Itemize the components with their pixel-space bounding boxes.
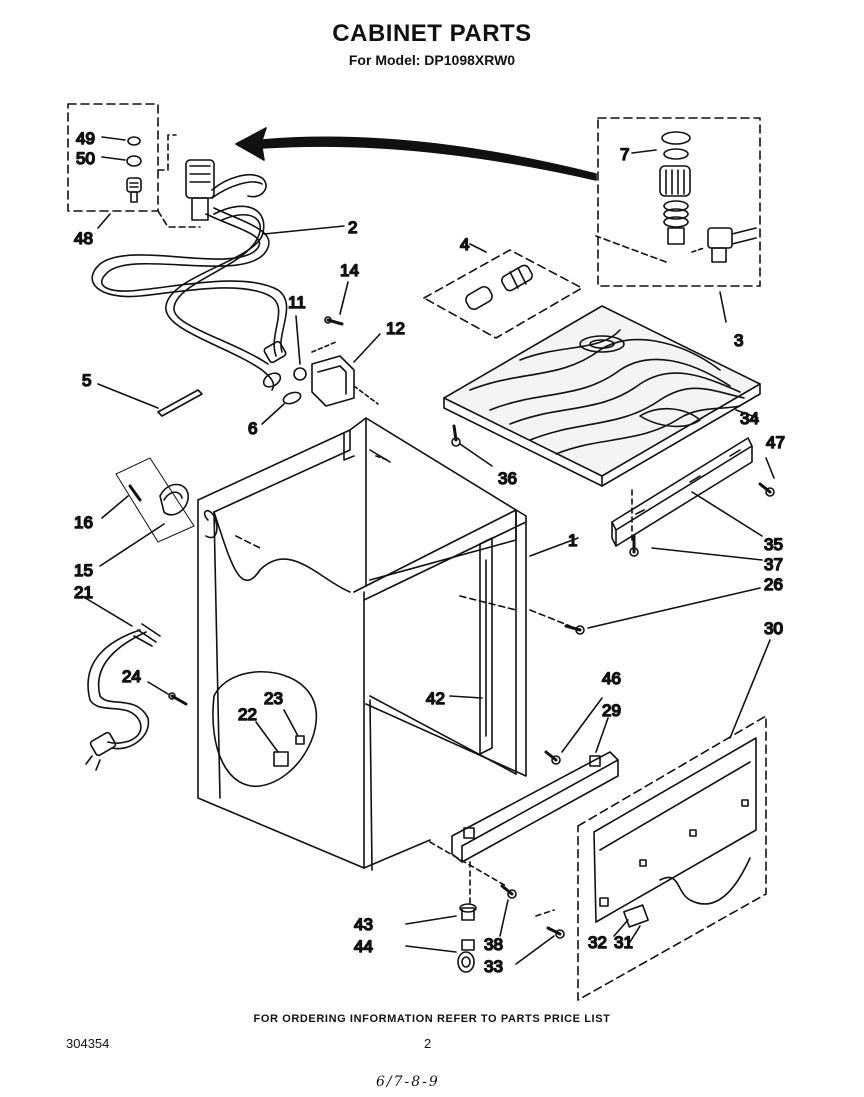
leveling-leg bbox=[459, 903, 477, 921]
callout-3: 3 bbox=[734, 331, 743, 350]
callout-48: 48 bbox=[74, 229, 93, 248]
clamp-11 bbox=[293, 367, 307, 381]
callout-24: 24 bbox=[122, 667, 141, 686]
callout-34: 34 bbox=[740, 409, 759, 428]
page-number: 2 bbox=[424, 1036, 432, 1051]
callout-30: 30 bbox=[764, 619, 783, 638]
faucet-coupler-parts bbox=[659, 131, 757, 263]
document-number: 304354 bbox=[66, 1036, 110, 1051]
screw-14 bbox=[324, 316, 344, 326]
callout-35: 35 bbox=[764, 535, 783, 554]
callout-12: 12 bbox=[386, 319, 405, 338]
callout-1: 1 bbox=[568, 531, 577, 550]
caster-wheel bbox=[457, 939, 475, 973]
callout-50: 50 bbox=[76, 149, 95, 168]
screw-47 bbox=[758, 482, 775, 497]
callout-32: 32 bbox=[588, 933, 607, 952]
screw-36 bbox=[451, 424, 461, 447]
strain-relief-panel bbox=[115, 457, 195, 543]
callout-33: 33 bbox=[484, 957, 503, 976]
callout-21: 21 bbox=[74, 583, 93, 602]
power-cord bbox=[85, 623, 161, 771]
callout-26: 26 bbox=[764, 575, 783, 594]
screw-38 bbox=[500, 884, 517, 899]
faucet-adapter-dashed-box bbox=[67, 103, 159, 212]
callout-2: 2 bbox=[348, 218, 357, 237]
callout-38: 38 bbox=[484, 935, 503, 954]
cable-tie bbox=[157, 389, 203, 417]
screw-46 bbox=[544, 750, 561, 765]
callout-4: 4 bbox=[460, 235, 469, 254]
terminal-block bbox=[311, 355, 355, 407]
screw-33 bbox=[546, 926, 565, 939]
callout-37: 37 bbox=[764, 555, 783, 574]
coupler-cap-parts bbox=[465, 264, 533, 311]
callout-44: 44 bbox=[354, 937, 373, 956]
callout-14: 14 bbox=[340, 261, 359, 280]
callout-46: 46 bbox=[602, 669, 621, 688]
model-subtitle: For Model: DP1098XRW0 bbox=[348, 52, 516, 68]
callout-42: 42 bbox=[426, 689, 445, 708]
callout-23: 23 bbox=[264, 689, 283, 708]
faucet-adapter-parts bbox=[126, 136, 142, 203]
page-title: CABINET PARTS bbox=[332, 20, 532, 47]
callout-22: 22 bbox=[238, 705, 257, 724]
bottom-rail bbox=[451, 751, 619, 863]
callout-49: 49 bbox=[76, 129, 95, 148]
screw-26 bbox=[564, 624, 585, 635]
relocation-arrow-icon bbox=[235, 127, 597, 181]
toe-plate-dashed-box bbox=[577, 715, 767, 1001]
handwritten-note: 6/7-8-9 bbox=[376, 1074, 440, 1090]
gasket-6 bbox=[282, 391, 302, 405]
drain-fill-hose bbox=[91, 205, 288, 391]
cap-dashed-box bbox=[423, 249, 583, 339]
faucet-connector bbox=[185, 159, 267, 221]
callout-11: 11 bbox=[288, 293, 306, 312]
screw-16 bbox=[128, 484, 142, 502]
callout-47: 47 bbox=[766, 433, 785, 452]
screw-24 bbox=[168, 692, 188, 706]
screw-37 bbox=[629, 534, 639, 557]
callout-16: 16 bbox=[74, 513, 93, 532]
callout-6: 6 bbox=[248, 419, 257, 438]
strain-relief-bushing bbox=[159, 483, 189, 516]
callout-29: 29 bbox=[602, 701, 621, 720]
wood-cabinet-top bbox=[443, 305, 761, 487]
faucet-coupler-dashed-box bbox=[597, 117, 761, 287]
callout-5: 5 bbox=[82, 371, 91, 390]
toe-plate bbox=[593, 737, 757, 928]
callout-7: 7 bbox=[620, 145, 629, 164]
callout-31: 31 bbox=[614, 933, 633, 952]
ordering-note: FOR ORDERING INFORMATION REFER TO PARTS … bbox=[253, 1013, 611, 1025]
cabinet-body bbox=[197, 417, 527, 871]
callout-15: 15 bbox=[74, 561, 93, 580]
top-rail bbox=[611, 437, 753, 547]
callout-36: 36 bbox=[498, 469, 517, 488]
callout-43: 43 bbox=[354, 915, 373, 934]
